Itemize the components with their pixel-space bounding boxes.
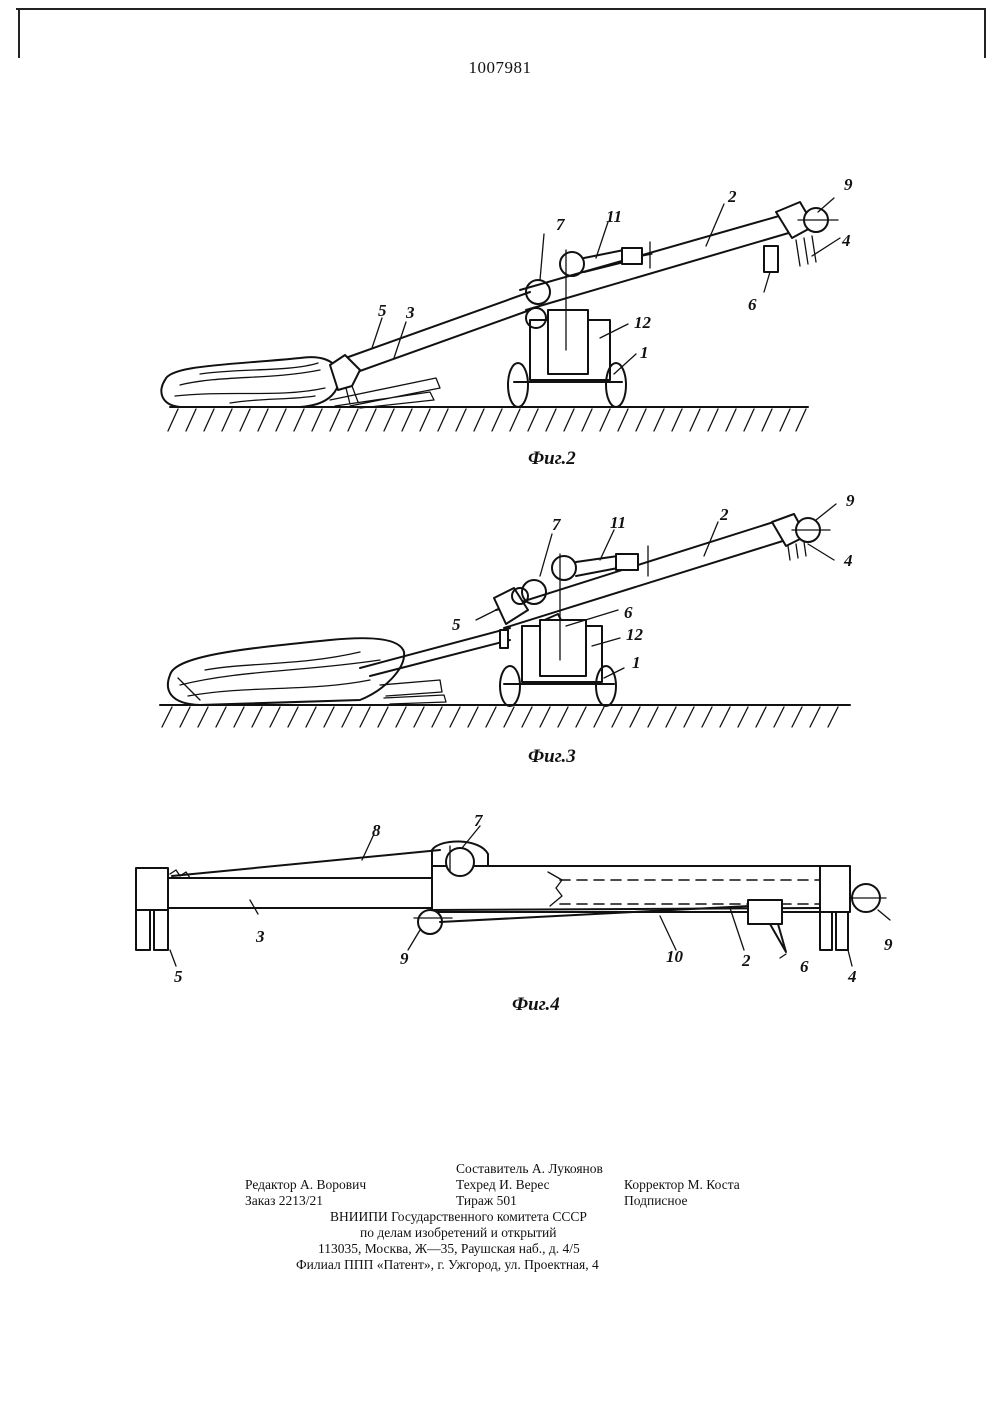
fig4-label-10: 10 [666, 947, 684, 966]
arm-11-joint [552, 556, 576, 580]
fig2-label-11: 11 [606, 207, 622, 226]
fig2-label-1: 1 [640, 343, 649, 362]
figure-3: 7 11 2 9 4 5 6 12 1 Фиг.3 [0, 480, 1000, 780]
fig2-label-3: 3 [405, 303, 415, 322]
log-texture [178, 652, 380, 700]
page-border-top [16, 8, 986, 10]
ground-hatching [162, 707, 838, 727]
head-6 [764, 246, 778, 272]
arm-11-cylinder [616, 554, 638, 570]
fig4-label-9-right: 9 [884, 935, 893, 954]
head-6 [748, 900, 782, 924]
fig4-label-5: 5 [174, 967, 183, 986]
fig4-label-3: 3 [255, 927, 265, 946]
imprint-address: 113035, Москва, Ж—35, Раушская наб., д. … [318, 1241, 580, 1257]
fig2-label-9: 9 [844, 175, 853, 194]
figure-2: 5 3 7 11 2 9 4 6 12 1 Фиг.2 [0, 160, 1000, 480]
fig2-label-6: 6 [748, 295, 757, 314]
inner-stop [548, 872, 562, 906]
imprint-editor: Редактор А. Ворович [245, 1177, 366, 1193]
imprint-circulation: Тираж 501 [456, 1193, 517, 1209]
head-4-teeth [796, 236, 816, 266]
imprint-order: Заказ 2213/21 [245, 1193, 323, 1209]
figure-4: 8 7 3 5 9 10 2 6 4 9 Фиг.4 [0, 810, 1000, 1020]
fig4-label-4: 4 [847, 967, 857, 986]
fig2-caption: Фиг.2 [528, 448, 576, 469]
imprint-subscription: Подписное [624, 1193, 688, 1209]
imprint-tech-editor: Техред И. Верес [456, 1177, 550, 1193]
fig4-caption: Фиг.4 [512, 994, 560, 1015]
felling-head-5 [330, 355, 360, 390]
fig3-label-12: 12 [626, 625, 644, 644]
vehicle-seat-12 [540, 620, 586, 676]
fig2-label-5: 5 [378, 301, 387, 320]
boom-3-top [340, 292, 530, 360]
ground-hatching [168, 409, 806, 431]
fig4-label-7: 7 [474, 811, 484, 830]
arm-11-cylinder [622, 248, 642, 264]
arm-11-upper [576, 556, 618, 562]
arm-11-upper [584, 250, 624, 258]
page-border-right [984, 8, 986, 58]
head-5-block [136, 868, 168, 910]
cable-8 [172, 850, 440, 876]
imprint-org-line1: ВНИИПИ Государственного комитета СССР [330, 1209, 587, 1225]
fig3-label-1: 1 [632, 653, 641, 672]
arm-11-lower [576, 568, 618, 576]
fig3-label-11: 11 [610, 513, 626, 532]
imprint-compiler: Составитель А. Лукоянов [456, 1161, 603, 1177]
imprint-org-line2: по делам изобретений и открытий [360, 1225, 556, 1241]
head-4-block [820, 866, 850, 912]
fig3-caption: Фиг.3 [528, 746, 576, 767]
fig2-label-12: 12 [634, 313, 652, 332]
fig2-label-4: 4 [841, 231, 851, 250]
patent-number: 1007981 [0, 58, 1000, 78]
log-texture [175, 363, 325, 403]
log [168, 638, 404, 705]
wheel-front [606, 363, 626, 407]
wheel-rear [508, 363, 528, 407]
boom-3-bottom [370, 640, 510, 676]
head-5-jaw-right [154, 910, 168, 950]
imprint-branch: Филиал ППП «Патент», г. Ужгород, ул. Про… [296, 1257, 599, 1273]
fig3-label-4: 4 [843, 551, 853, 570]
fig3-label-6: 6 [624, 603, 633, 622]
wheel-front [596, 666, 616, 706]
pulley-9-left [418, 910, 442, 934]
fig2-label-7: 7 [556, 215, 566, 234]
fig4-label-6: 6 [800, 957, 809, 976]
fig4-label-9-left: 9 [400, 949, 409, 968]
fig4-label-8: 8 [372, 821, 381, 840]
arm-11-lower [584, 262, 624, 272]
fig3-label-7: 7 [552, 515, 562, 534]
fig3-label-9: 9 [846, 491, 855, 510]
imprint-proofreader: Корректор М. Коста [624, 1177, 740, 1193]
arm-11-joint [560, 252, 584, 276]
head-4-jaw-left [820, 912, 832, 950]
head-6-blade [770, 924, 786, 952]
branch-pile [380, 680, 446, 704]
wheel-rear [500, 666, 520, 706]
page-border-left [18, 8, 20, 58]
fig3-label-5: 5 [452, 615, 461, 634]
vehicle-seat-12 [548, 310, 588, 374]
fig2-label-2: 2 [727, 187, 737, 206]
head-4-jaw-right [836, 912, 848, 950]
head-5-jaw-left [136, 910, 150, 950]
pivot-7-lower [526, 308, 546, 328]
boom-3-top [360, 628, 510, 668]
head-5-clamp [500, 630, 508, 648]
fig4-label-2: 2 [741, 951, 751, 970]
fig3-label-2: 2 [719, 505, 729, 524]
